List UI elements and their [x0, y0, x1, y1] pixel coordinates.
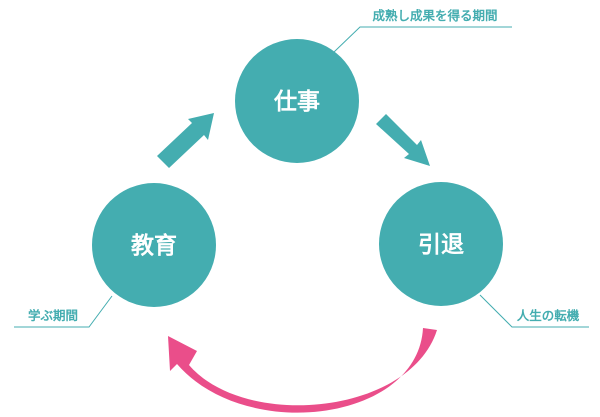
node-edu-label: 教育	[131, 232, 177, 259]
arrow-edu-to-work	[157, 113, 214, 168]
annotation-work: 成熟し成果を得る期間	[372, 8, 497, 23]
leader-line-retire	[479, 294, 589, 328]
node-retire	[379, 182, 503, 306]
node-work	[235, 39, 359, 163]
arrow-retire-to-edu	[168, 328, 437, 413]
node-retire-label: 引退	[418, 232, 464, 258]
arrow-work-to-retire	[376, 114, 430, 166]
leader-line-edu	[14, 295, 113, 328]
node-work-label: 仕事	[273, 88, 320, 115]
node-edu	[92, 183, 216, 307]
leader-line-work	[333, 26, 512, 53]
annotation-edu: 学ぶ期間	[28, 308, 78, 323]
annotation-retire: 人生の転機	[517, 308, 580, 323]
